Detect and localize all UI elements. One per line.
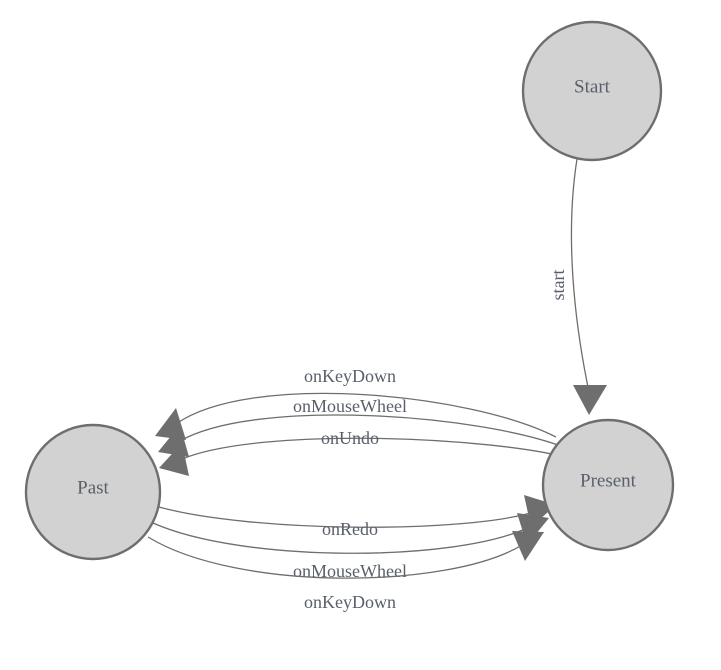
- edge-onmousewheel-to-past-path: [179, 414, 567, 449]
- edge-onkeydown-to-present-path: [147, 536, 523, 579]
- edge-onmousewheel-to-present-label: onMouseWheel: [293, 561, 407, 581]
- edge-start-label: start: [548, 270, 568, 301]
- edge-onundo-to-past-label: onUndo: [321, 428, 379, 448]
- node-present[interactable]: Present: [541, 418, 675, 552]
- node-start-label: Start: [574, 76, 611, 97]
- node-past-circle: [24, 423, 162, 561]
- edge-onmousewheel-to-past-label: onMouseWheel: [293, 396, 407, 416]
- edge-onundo-to-past-path: [181, 437, 574, 460]
- edge-onundo-to-past-arrowhead: [159, 443, 189, 476]
- edge-start[interactable]: start: [548, 158, 607, 415]
- node-present-circle: [541, 418, 675, 552]
- node-past[interactable]: Past: [24, 423, 162, 561]
- edge-onredo-to-present[interactable]: onRedo: [158, 495, 556, 539]
- node-past-label: Past: [77, 477, 109, 498]
- edge-start-path: [570, 158, 590, 393]
- edge-onmousewheel-to-present-path: [152, 522, 528, 554]
- node-start-circle: [521, 20, 663, 162]
- edge-onkeydown-to-present-label: onKeyDown: [304, 592, 396, 612]
- edge-onredo-to-present-path: [158, 506, 535, 528]
- edge-onkeydown-to-past-label: onKeyDown: [304, 366, 396, 386]
- node-present-label: Present: [580, 470, 637, 491]
- edge-onundo-to-past[interactable]: onUndo: [159, 428, 574, 476]
- edge-onkeydown-to-present[interactable]: onKeyDown: [147, 531, 544, 612]
- edge-start-arrowhead: [573, 385, 607, 415]
- edge-onkeydown-to-past-path: [175, 392, 557, 438]
- edge-onredo-to-present-label: onRedo: [322, 519, 378, 539]
- node-start[interactable]: Start: [521, 20, 663, 162]
- edge-onkeydown-to-present-arrowhead: [512, 531, 544, 561]
